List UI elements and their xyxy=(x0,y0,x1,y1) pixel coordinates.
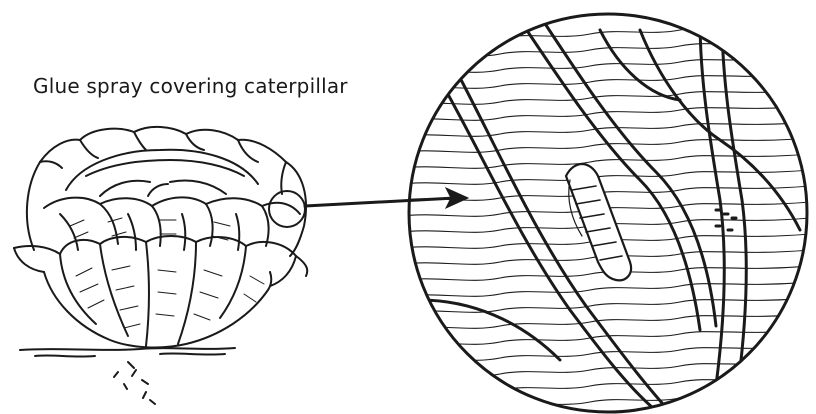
ground-line xyxy=(20,348,235,404)
caption-label: Glue spray covering caterpillar xyxy=(33,74,348,98)
caterpillar xyxy=(566,164,631,280)
cabbage xyxy=(14,127,307,404)
magnify-arrow xyxy=(305,188,468,208)
magnified-view xyxy=(400,14,810,414)
detail-circle xyxy=(269,191,305,227)
